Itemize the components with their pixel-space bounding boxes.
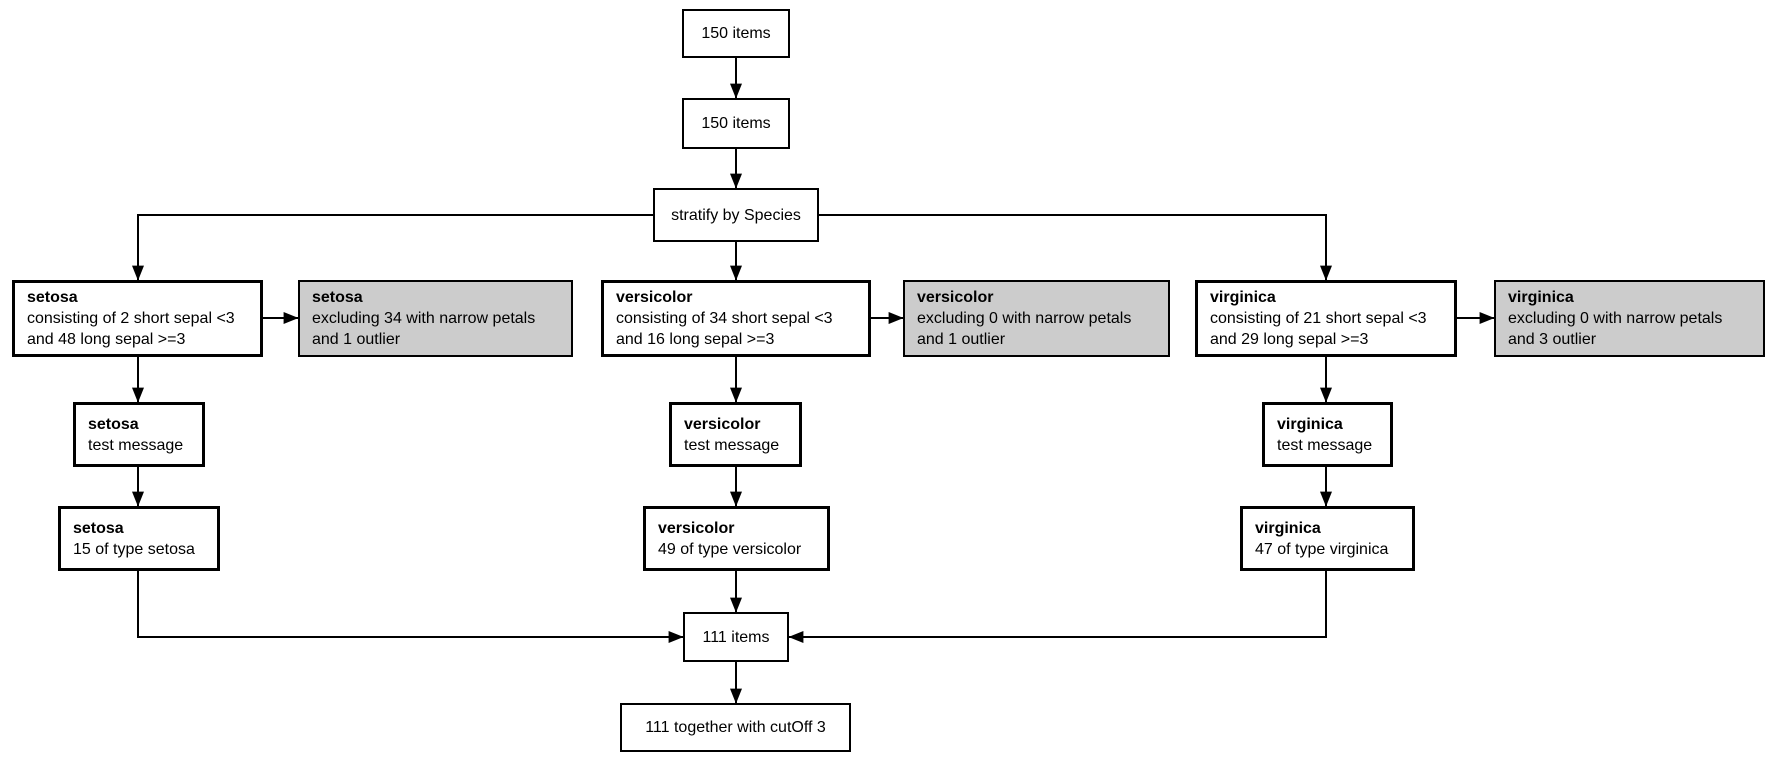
versicolor-count-text: 49 of type versicolor (658, 540, 802, 558)
virginica-message-node: virginica test message (1262, 402, 1393, 467)
virginica-exclude-node: virginica excluding 0 with narrow petals… (1494, 280, 1765, 357)
setosa-message-node: setosa test message (73, 402, 205, 467)
versicolor-consist-line1: consisting of 34 short sepal <3 (616, 310, 833, 327)
filtered-items-label: 150 items (701, 115, 771, 132)
versicolor-consist-line2: and 16 long sepal >=3 (616, 331, 775, 348)
virginica-count-text: 47 of type virginica (1255, 540, 1389, 558)
setosa-branch-title: setosa (27, 289, 78, 306)
setosa-exclude-line2: and 1 outlier (312, 331, 401, 348)
setosa-message-text: test message (88, 436, 184, 454)
versicolor-branch-title: versicolor (616, 289, 693, 306)
virginica-consist-line2: and 29 long sepal >=3 (1210, 331, 1369, 348)
versicolor-consist-node: versicolor consisting of 34 short sepal … (601, 280, 871, 357)
virginica-consist-node: virginica consisting of 21 short sepal <… (1195, 280, 1457, 357)
final-label: 111 together with cutOff 3 (645, 719, 826, 736)
setosa-count-node: setosa 15 of type setosa (58, 506, 220, 571)
virginica-consist-line1: consisting of 21 short sepal <3 (1210, 310, 1427, 327)
source-items-node: 150 items (682, 9, 790, 58)
setosa-consist-line2: and 48 long sepal >=3 (27, 331, 186, 348)
versicolor-exclude-node: versicolor excluding 0 with narrow petal… (903, 280, 1170, 357)
virginica-branch-title: virginica (1210, 289, 1276, 306)
versicolor-message-text: test message (684, 436, 780, 454)
stratify-node: stratify by Species (653, 188, 819, 242)
setosa-message-title: setosa (88, 415, 139, 433)
versicolor-message-title: versicolor (684, 415, 761, 433)
setosa-exclude-line1: excluding 34 with narrow petals (312, 310, 536, 327)
virginica-exclude-line2: and 3 outlier (1508, 331, 1597, 348)
setosa-consist-node: setosa consisting of 2 short sepal <3 an… (12, 280, 263, 357)
edge-virginica-merge (788, 571, 1327, 643)
setosa-consist-line1: consisting of 2 short sepal <3 (27, 310, 235, 327)
stratify-label: stratify by Species (671, 206, 801, 224)
edge-setosa-merge (137, 571, 684, 643)
merge-items-node: 111 items (683, 612, 789, 662)
versicolor-exclude-line1: excluding 0 with narrow petals (917, 310, 1132, 327)
versicolor-count-node: versicolor 49 of type versicolor (643, 506, 830, 571)
setosa-exclude-node: setosa excluding 34 with narrow petals a… (298, 280, 573, 357)
virginica-count-node: virginica 47 of type virginica (1240, 506, 1415, 571)
setosa-count-title: setosa (73, 519, 124, 537)
versicolor-exclude-title: versicolor (917, 289, 994, 306)
setosa-count-text: 15 of type setosa (73, 540, 195, 558)
versicolor-message-node: versicolor test message (669, 402, 802, 467)
virginica-exclude-title: virginica (1508, 289, 1574, 306)
final-node: 111 together with cutOff 3 (620, 703, 851, 752)
versicolor-exclude-line2: and 1 outlier (917, 331, 1006, 348)
virginica-count-title: virginica (1255, 519, 1321, 537)
virginica-exclude-line1: excluding 0 with narrow petals (1508, 310, 1723, 327)
source-items-label: 150 items (701, 25, 771, 42)
edge-stratify-virginica (819, 214, 1332, 281)
setosa-exclude-title: setosa (312, 289, 363, 306)
versicolor-count-title: versicolor (658, 519, 735, 537)
merge-items-label: 111 items (702, 628, 770, 646)
filtered-items-node: 150 items (682, 98, 790, 149)
edge-stratify-setosa (132, 214, 653, 281)
virginica-message-text: test message (1277, 436, 1373, 454)
virginica-message-title: virginica (1277, 415, 1343, 433)
